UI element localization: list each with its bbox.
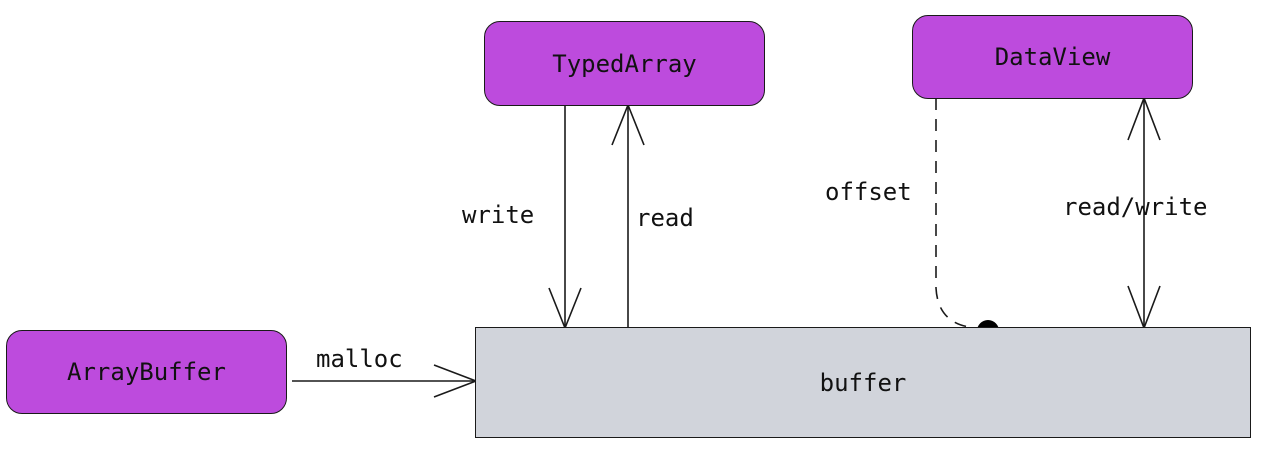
malloc-label: malloc [316,345,403,373]
write-arrow [548,105,582,331]
read-label: read [636,204,694,232]
buffer-block: buffer [475,327,1251,438]
offset-label: offset [825,178,912,206]
data-view-node: DataView [912,15,1193,99]
write-label: write [462,201,535,229]
offset-dashed-connector [935,98,979,329]
typed-array-node: TypedArray [484,21,765,106]
read-write-label: read/write [1063,193,1208,221]
array-buffer-node: ArrayBuffer [6,330,287,414]
